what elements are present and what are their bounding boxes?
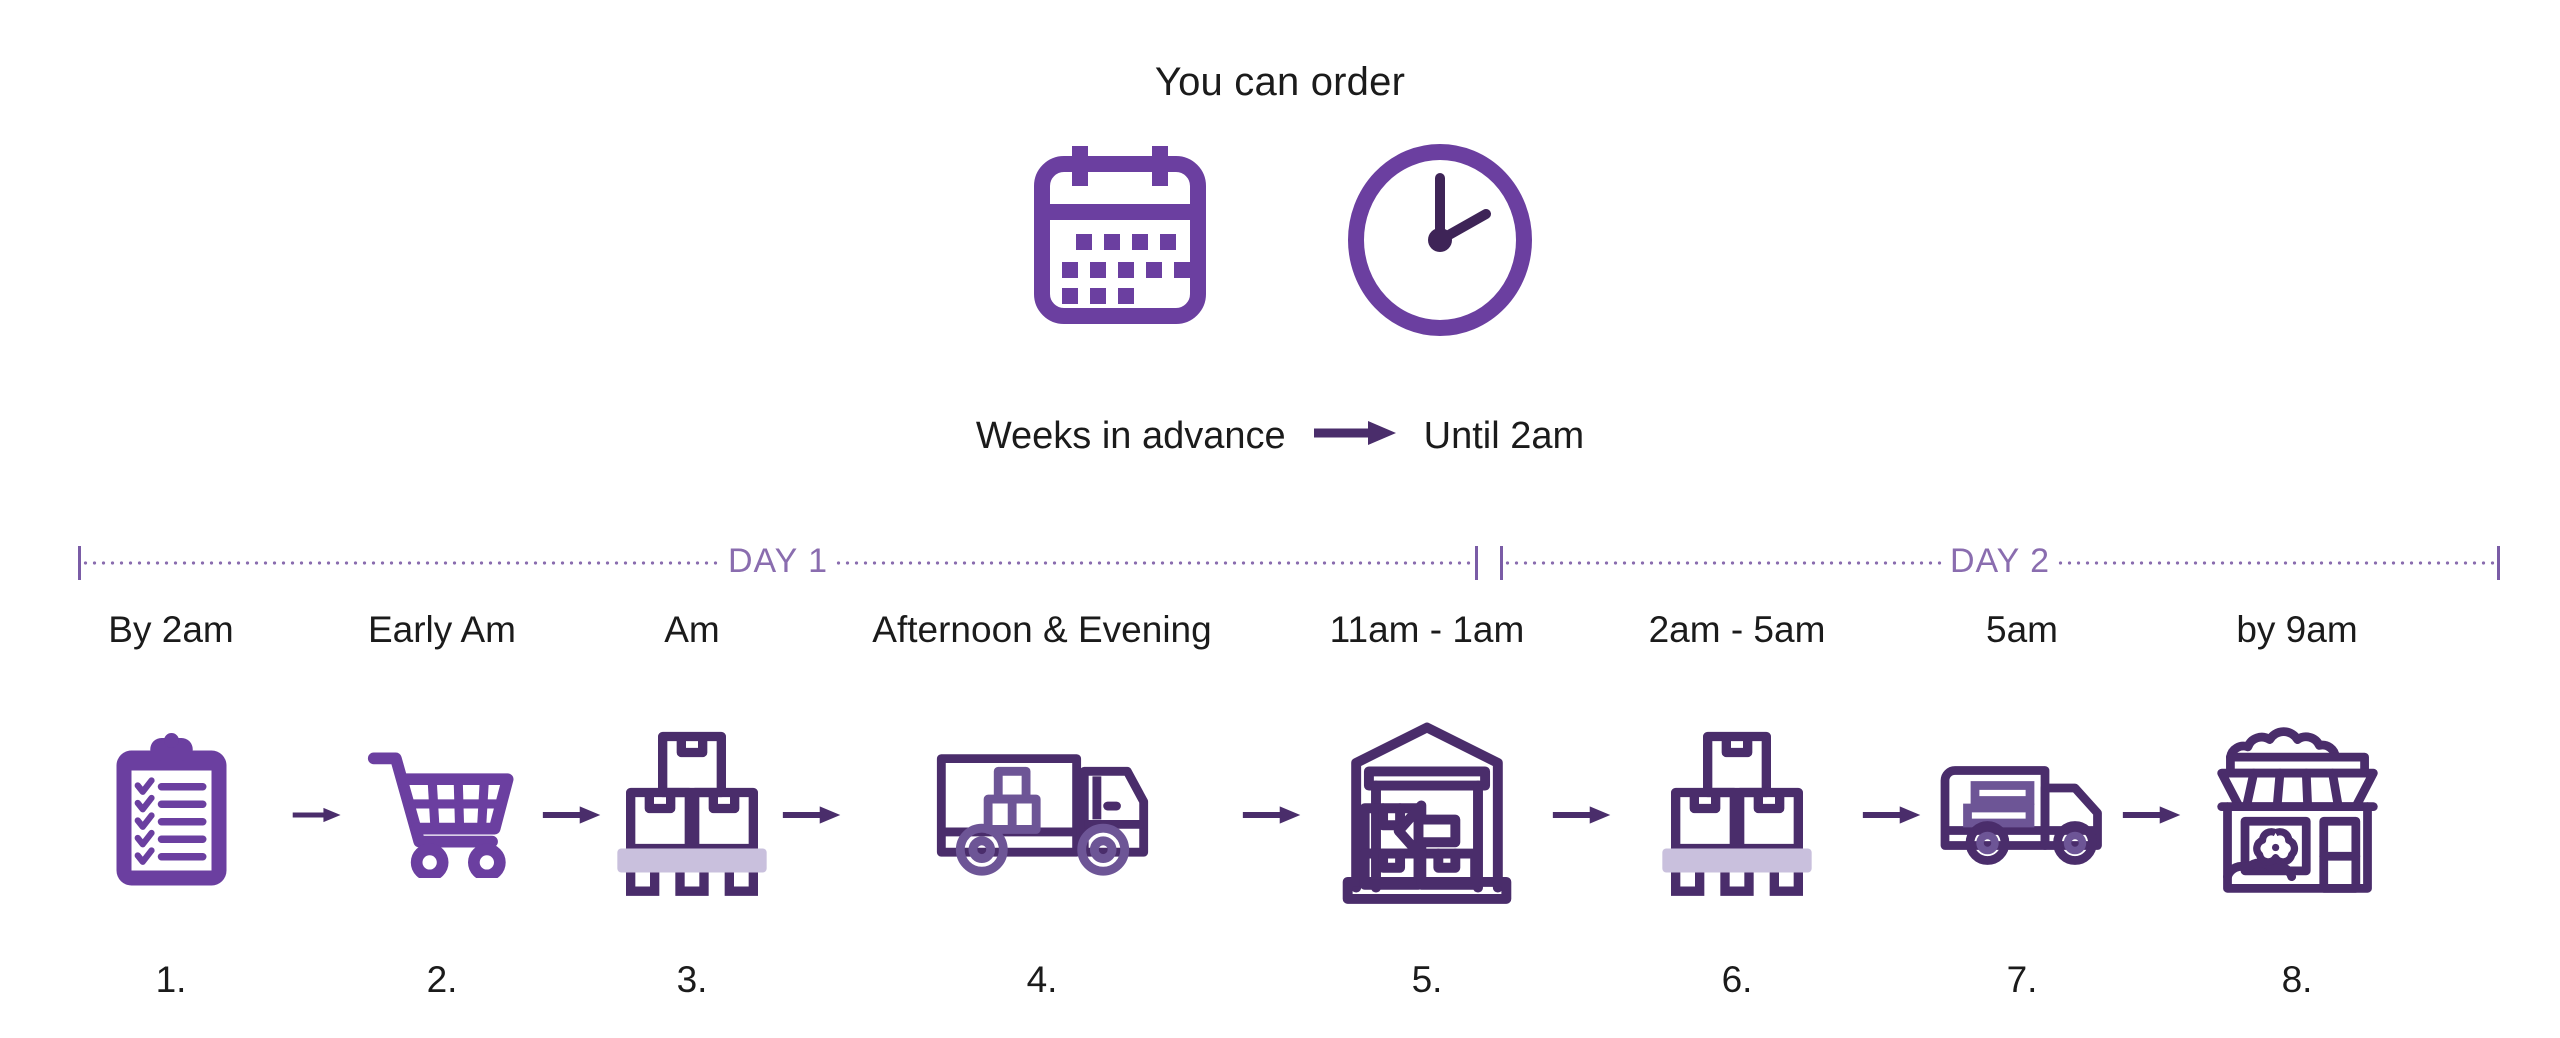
step-3 xyxy=(602,690,782,940)
time-label-2: Early Am xyxy=(367,609,517,650)
day-segment-1: DAY 1 xyxy=(78,540,1479,586)
step-icon-row xyxy=(0,690,2560,940)
caption-left-label: Weeks in advance xyxy=(975,415,1286,457)
step-1 xyxy=(50,690,292,940)
connector-5-6 xyxy=(1552,802,1612,828)
dotted-line xyxy=(81,553,722,573)
step-number-8: 8. xyxy=(2281,959,2313,1000)
boxes-on-pallet-icon xyxy=(612,725,772,905)
step-number-1: 1. xyxy=(155,959,187,1000)
connector-3-4 xyxy=(782,802,842,828)
boxes-on-pallet-icon xyxy=(1657,725,1817,905)
time-label-5: 11am - 1am xyxy=(1329,609,1525,650)
header-icon-group xyxy=(0,140,2560,345)
step-number-2: 2. xyxy=(426,959,458,1000)
time-label-3: Am xyxy=(664,609,720,650)
shopping-cart-icon xyxy=(367,748,517,883)
segment-endcap-right xyxy=(2497,546,2501,580)
page-title: You can order xyxy=(1154,60,1406,104)
dotted-line xyxy=(2056,553,2498,573)
arrow-right-icon xyxy=(1312,415,1398,458)
step-number-3: 3. xyxy=(676,959,708,1000)
time-label-8: by 9am xyxy=(2236,609,2358,650)
connector-7-8 xyxy=(2122,802,2182,828)
dotted-line xyxy=(1503,553,1944,573)
clock-icon xyxy=(1340,140,1540,345)
step-8 xyxy=(2182,690,2412,940)
connector-6-7 xyxy=(1862,802,1922,828)
step-number-6: 6. xyxy=(1721,959,1753,1000)
step-number-7: 7. xyxy=(2006,959,2038,1000)
delivery-truck-icon xyxy=(935,748,1150,883)
step-4 xyxy=(842,690,1242,940)
step-7 xyxy=(1922,690,2122,940)
time-label-7: 5am xyxy=(1986,609,2058,650)
step-number-row: 1. 2. 3. 4. 5. 6. 7. 8. xyxy=(0,950,2560,1010)
segment-endcap-right xyxy=(1475,546,1479,580)
warehouse-inbound-icon xyxy=(1342,720,1512,910)
dotted-line xyxy=(834,553,1476,573)
segment-endcap-left xyxy=(78,546,81,580)
connector-2-3 xyxy=(542,802,602,828)
time-label-row: By 2am Early Am Am Afternoon & Evening 1… xyxy=(0,600,2560,660)
time-label-4: Afternoon & Evening xyxy=(872,609,1212,650)
segment-endcap-left xyxy=(1500,546,1503,580)
step-6 xyxy=(1612,690,1862,940)
header-caption: Weeks in advance Until 2am xyxy=(0,415,2560,458)
calendar-icon xyxy=(1020,140,1220,345)
day-segment-2: DAY 2 xyxy=(1500,540,2501,586)
step-number-4: 4. xyxy=(1026,959,1058,1000)
step-5 xyxy=(1302,690,1552,940)
step-2 xyxy=(342,690,542,940)
time-label-6: 2am - 5am xyxy=(1648,609,1826,650)
timeline-day-band: DAY 1 DAY 2 xyxy=(0,540,2560,586)
day-label: DAY 2 xyxy=(1949,542,2051,580)
clipboard-checklist-icon xyxy=(109,732,234,898)
connector-4-5 xyxy=(1242,802,1302,828)
caption-right-label: Until 2am xyxy=(1423,415,1585,457)
delivery-van-icon xyxy=(1935,758,2110,873)
day-label: DAY 1 xyxy=(727,542,829,580)
step-number-5: 5. xyxy=(1411,959,1443,1000)
connector-1-2 xyxy=(292,802,342,828)
time-label-1: By 2am xyxy=(108,609,234,650)
flower-shop-icon xyxy=(2210,725,2385,905)
